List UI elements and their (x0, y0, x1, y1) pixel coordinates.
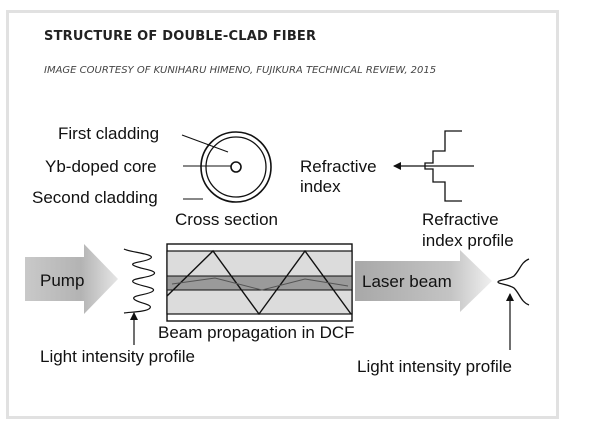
label-second-cladding: Second cladding (32, 188, 158, 207)
first-cladding-ring (205, 136, 267, 198)
label-pump: Pump (40, 271, 84, 290)
label-light-profile-right: Light intensity profile (357, 357, 512, 376)
label-cross-section: Cross section (175, 210, 278, 229)
label-laser-beam: Laser beam (362, 272, 452, 291)
label-refractive: Refractive (300, 157, 377, 176)
left-intensity-wave (123, 248, 156, 314)
first-cladding-leader (181, 134, 229, 153)
label-first-cladding: First cladding (58, 124, 159, 143)
label-refractive-profile-2: index profile (422, 231, 514, 250)
core-circle (230, 161, 242, 173)
pump-arrow-shape (25, 244, 118, 314)
cross-section-figure: First cladding Yb-doped core Second clad… (32, 124, 278, 229)
laser-beam-arrow: Laser beam (355, 250, 492, 312)
pump-zigzag-path (166, 249, 352, 316)
label-yb-doped-core: Yb-doped core (45, 157, 157, 176)
gaussian-profile-curve (497, 258, 530, 306)
figure-card (6, 10, 559, 419)
refractive-index-figure: Refractive index Refractive index profil… (300, 130, 514, 250)
label-beam-propagation: Beam propagation in DCF (158, 323, 355, 342)
image-credit: IMAGE COURTESY OF KUNIHARU HIMENO, FUJIK… (44, 65, 437, 76)
pump-arrow: Pump (25, 244, 118, 314)
label-refractive-profile-1: Refractive (422, 210, 499, 229)
core-signal-path (171, 277, 349, 291)
figure-title: STRUCTURE OF DOUBLE-CLAD FIBER (44, 29, 317, 44)
left-intensity-profile: Light intensity profile (40, 248, 195, 366)
right-intensity-profile: Light intensity profile (357, 258, 530, 376)
label-index: index (300, 177, 341, 196)
fiber-body: Beam propagation in DCF (158, 243, 355, 342)
label-light-profile-left: Light intensity profile (40, 347, 195, 366)
refractive-index-step-profile (424, 130, 462, 202)
laser-beam-arrow-shape (355, 250, 492, 312)
second-cladding-ring (200, 131, 272, 203)
